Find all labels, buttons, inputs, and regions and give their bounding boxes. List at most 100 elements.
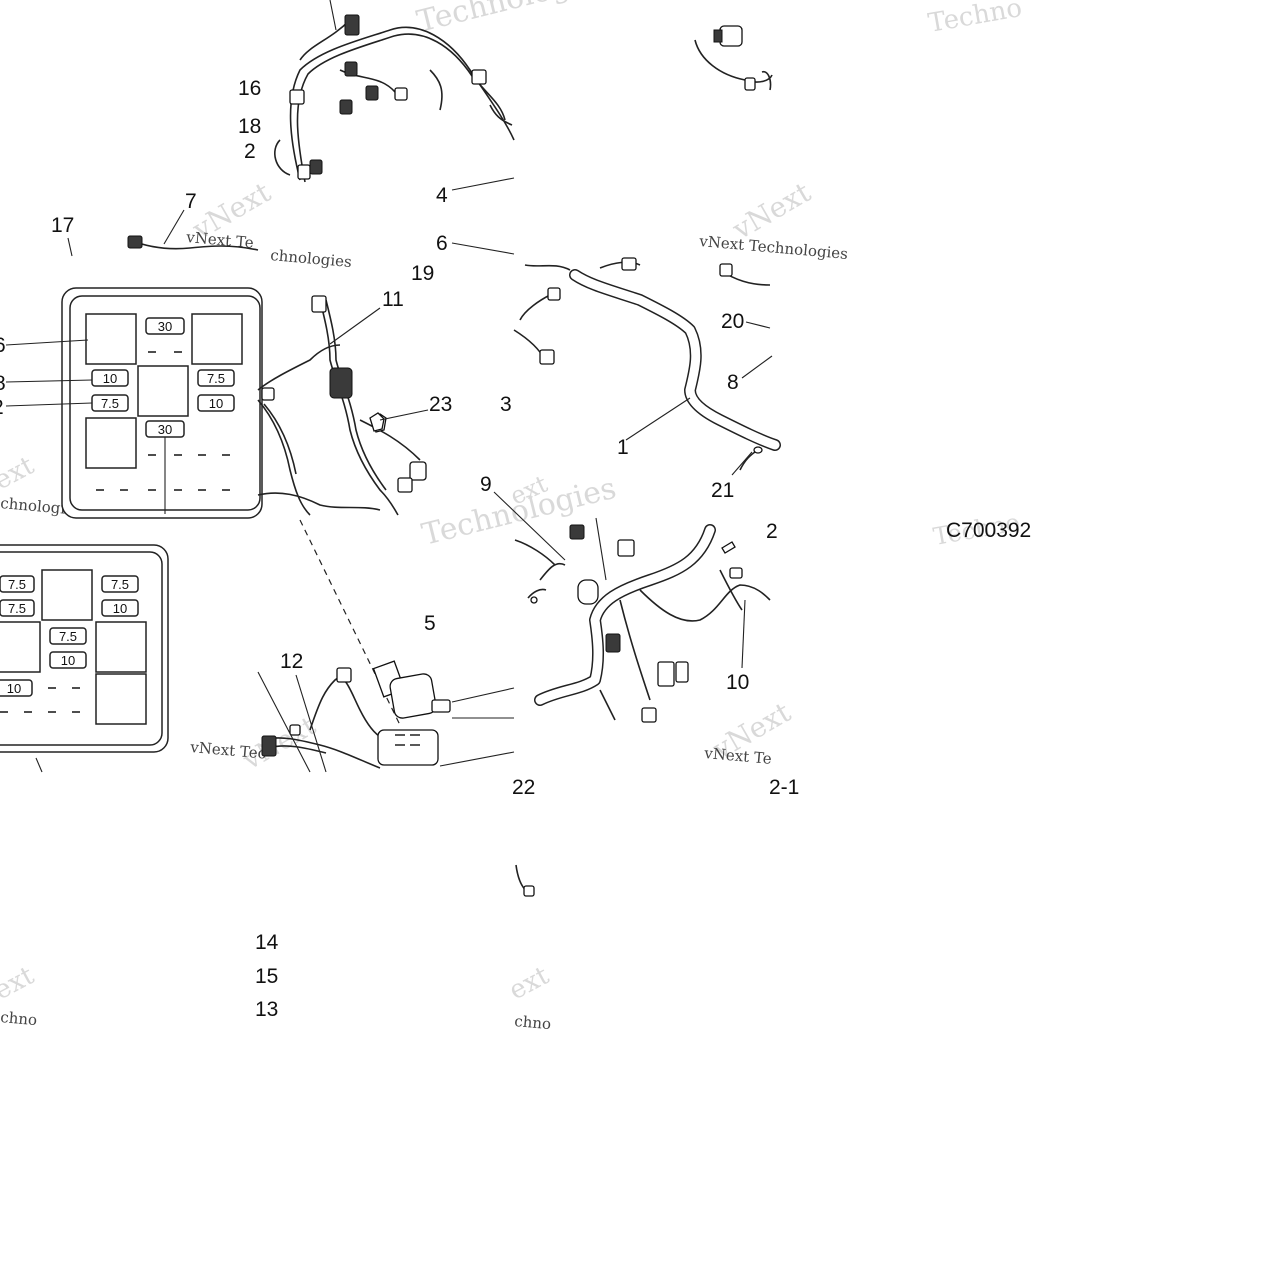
callout-18: 18 (238, 115, 261, 138)
callout-19: 19 (411, 262, 434, 285)
callout-4: 4 (436, 184, 448, 207)
fuse-label: 10 (103, 371, 117, 386)
connector-icon (729, 567, 743, 579)
relay-icon (431, 699, 451, 713)
connector-icon (394, 87, 408, 101)
fuse-box-bottom: 7.5 7.5 7.5 10 7.5 10 10 (0, 544, 169, 773)
connector-icon (336, 667, 352, 683)
figure-code: C700392 (946, 519, 1031, 542)
connector-icon (397, 477, 413, 493)
connector-icon (309, 159, 323, 175)
callout-9: 9 (480, 473, 492, 496)
watermark-text: vNext Te (185, 228, 255, 252)
fuse-label: 7.5 (101, 396, 119, 411)
connector-icon (344, 14, 360, 36)
bolt-icon (721, 541, 736, 554)
watermark-text: vNext Technologies (698, 232, 849, 263)
grommet-icon (577, 579, 599, 605)
leader-lines (5, 0, 773, 773)
callout-10: 10 (726, 671, 749, 694)
connector-icon (339, 99, 353, 115)
connector-icon (657, 661, 675, 687)
connector-icon (311, 295, 327, 313)
callout-6-edge: 6 (0, 334, 6, 357)
connector-icon (365, 85, 379, 101)
connector-icon (675, 661, 689, 683)
fuse-label: 30 (158, 422, 172, 437)
fuse-label: 7.5 (8, 577, 26, 592)
connector-icon (471, 69, 487, 85)
connector-icon (344, 61, 358, 77)
clip-part-23 (369, 412, 385, 432)
callout-12: 12 (280, 650, 303, 673)
fuse-label: 7.5 (59, 629, 77, 644)
callout-8: 8 (727, 371, 739, 394)
callout-7: 7 (185, 190, 197, 213)
callout-3: 3 (500, 393, 512, 416)
harness-lower-dash (261, 519, 451, 769)
connector-icon (261, 735, 277, 757)
watermark-text: chno (0, 1008, 38, 1029)
connector-icon (289, 89, 305, 105)
relay-cover-icon (389, 673, 437, 719)
callout-16: 16 (238, 77, 261, 100)
connector-icon (329, 367, 353, 399)
watermark-text: Techno (926, 0, 1024, 39)
callout-8-edge: 8 (0, 372, 6, 395)
sensor-connector-top-right (694, 25, 773, 91)
terminal-icon (530, 596, 538, 604)
fuse-label: 10 (61, 653, 75, 668)
watermark-text: Technologies (413, 0, 614, 40)
callout-2-1: 2-1 (769, 776, 799, 799)
fuse-box-top: 30 10 7.5 7.5 10 30 (61, 287, 263, 519)
callout-15: 15 (255, 965, 278, 988)
harness-main-frame (513, 257, 781, 471)
connector-icon (547, 287, 561, 301)
ground-wire-bottom (515, 864, 535, 897)
connector-icon (744, 77, 756, 91)
connector-icon (289, 724, 301, 736)
callout-23: 23 (429, 393, 452, 416)
callout-14: 14 (255, 931, 279, 954)
watermark-text: ext (0, 450, 40, 496)
connector-icon (719, 25, 743, 47)
connector-icon (621, 257, 637, 271)
callout-2: 2 (244, 140, 256, 163)
watermark-text: chnologies (270, 246, 353, 271)
callout-1: 1 (617, 436, 629, 459)
connector-icon (641, 707, 657, 723)
callout-20: 20 (721, 310, 744, 333)
terminal-icon (753, 446, 763, 454)
callout-11: 11 (382, 288, 404, 311)
watermark-text: chno (514, 1012, 552, 1033)
fuse-label: 7.5 (8, 601, 26, 616)
connector-icon (409, 461, 427, 481)
watermark-text: ext (0, 960, 40, 1006)
fuse-label: 7.5 (111, 577, 129, 592)
harness-middle (257, 295, 427, 516)
harness-top (274, 14, 515, 183)
fuse-label: 30 (158, 319, 172, 334)
callout-2-edge: 2 (0, 396, 4, 419)
callout-13: 13 (255, 998, 278, 1021)
callout-labels: 1 2 3 4 5 6 7 8 9 10 11 12 13 14 15 16 1… (0, 77, 1031, 1021)
fuse-block-icon (377, 729, 439, 766)
callout-22: 22 (512, 776, 535, 799)
connector-icon (605, 633, 621, 653)
fuse-label: 7.5 (207, 371, 225, 386)
connector-icon (261, 387, 275, 401)
callout-21: 21 (711, 479, 734, 502)
connector-icon (569, 524, 585, 540)
harness-lower-right (514, 524, 771, 723)
fuse-label: 10 (113, 601, 127, 616)
connector-icon (713, 29, 723, 43)
connector-icon (297, 164, 311, 180)
connector-icon (127, 235, 143, 249)
callout-2-right: 2 (766, 520, 778, 543)
fuse-label: 10 (209, 396, 223, 411)
connector-part-7 (127, 235, 259, 251)
callout-5: 5 (424, 612, 436, 635)
connector-icon (719, 263, 733, 277)
clip-icon (369, 412, 385, 432)
